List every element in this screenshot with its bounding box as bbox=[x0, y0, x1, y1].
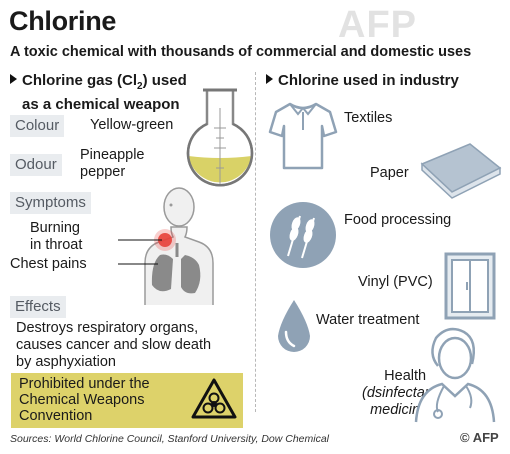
industry-vinyl: Vinyl (PVC) bbox=[358, 274, 433, 290]
biohazard-ring bbox=[214, 402, 226, 414]
window-handle bbox=[466, 282, 468, 290]
window-frame-icon bbox=[444, 252, 496, 320]
flask-icon bbox=[186, 88, 254, 187]
industry-food: Food processing bbox=[344, 212, 452, 228]
symptom-chest: Chest pains bbox=[10, 256, 87, 272]
throat-glow bbox=[154, 229, 176, 251]
shirt-outline bbox=[268, 102, 338, 170]
prohibited-line3: Convention bbox=[19, 408, 93, 424]
colour-label: Colour bbox=[10, 115, 65, 137]
triangle-bullet-icon bbox=[10, 74, 17, 84]
wheat-icon bbox=[270, 202, 336, 268]
shirt-collar bbox=[289, 103, 317, 116]
warning-triangle bbox=[191, 378, 237, 419]
effects-label: Effects bbox=[10, 296, 66, 318]
wheat-circle bbox=[270, 202, 336, 268]
water-drop-icon bbox=[278, 300, 310, 352]
prohibited-text: Prohibited under the Chemical Weapons Co… bbox=[19, 376, 150, 424]
triangle-bullet-icon bbox=[266, 74, 273, 84]
effects-text: Destroys respiratory organs, causes canc… bbox=[16, 320, 211, 371]
industry-paper: Paper bbox=[370, 165, 409, 181]
doctor-head bbox=[437, 336, 473, 380]
paper-side bbox=[421, 162, 501, 199]
symptom-throat: Burning in throat bbox=[30, 220, 82, 254]
symptom-throat-line1: Burning bbox=[30, 220, 80, 236]
right-section-heading: Chlorine used in industry bbox=[266, 72, 459, 90]
paper-top bbox=[420, 143, 502, 193]
prohibited-line2: Chemical Weapons bbox=[19, 392, 145, 408]
symptoms-label: Symptoms bbox=[10, 192, 91, 214]
afp-watermark: AFP bbox=[338, 4, 417, 46]
heading-text-end: ) used bbox=[142, 72, 187, 89]
page-title: Chlorine bbox=[9, 6, 117, 36]
industry-textiles: Textiles bbox=[344, 110, 393, 126]
symptom-throat-line2: in throat bbox=[30, 237, 83, 253]
head-outline bbox=[163, 187, 195, 227]
afp-logo: © AFP bbox=[460, 430, 499, 445]
stethoscope-tube bbox=[465, 385, 473, 409]
right-lung-icon bbox=[181, 255, 201, 294]
doctor-body bbox=[414, 382, 496, 423]
industry-heading-text: Chlorine used in industry bbox=[278, 72, 459, 89]
heading-line2: as a chemical weapon bbox=[22, 96, 180, 113]
effects-line1: Destroys respiratory organs, bbox=[16, 320, 199, 336]
drop-highlight bbox=[284, 330, 296, 348]
paper-stack-icon bbox=[420, 143, 502, 199]
effects-line2: causes cancer and slow death bbox=[16, 337, 212, 353]
stethoscope-head bbox=[433, 409, 443, 419]
throat-highlight bbox=[158, 233, 172, 247]
colour-value: Yellow-green bbox=[90, 117, 174, 133]
heading-text-start: Chlorine gas (Cl bbox=[22, 72, 138, 89]
prohibited-line1: Prohibited under the bbox=[19, 376, 150, 392]
sources-note: Sources: World Chlorine Council, Stanfor… bbox=[10, 433, 330, 445]
eye-icon bbox=[169, 203, 173, 207]
shirt-icon bbox=[268, 102, 338, 170]
odour-value-line2: pepper bbox=[80, 164, 126, 180]
biohazard-warning-icon bbox=[191, 378, 237, 419]
wheat-stalks bbox=[287, 215, 315, 259]
health-label: Health bbox=[384, 368, 427, 384]
odour-value: Pineapple pepper bbox=[80, 147, 145, 181]
doctor-icon bbox=[414, 327, 496, 423]
flask-bulb bbox=[186, 122, 254, 187]
heading-subscript: 2 bbox=[137, 81, 143, 92]
drop-shape bbox=[278, 300, 310, 352]
biohazard-ring bbox=[202, 402, 214, 414]
left-section-heading: Chlorine gas (Cl2) used as a chemical we… bbox=[10, 72, 187, 114]
effects-line3: by asphyxiation bbox=[16, 354, 116, 370]
odour-value-line1: Pineapple bbox=[80, 147, 145, 163]
biohazard-ring bbox=[208, 392, 220, 404]
prohibited-box: Prohibited under the Chemical Weapons Co… bbox=[11, 373, 243, 428]
odour-label: Odour bbox=[10, 154, 62, 176]
human-torso-icon bbox=[144, 187, 214, 305]
page-subtitle: A toxic chemical with thousands of comme… bbox=[10, 44, 472, 60]
column-divider bbox=[255, 72, 256, 412]
industry-water: Water treatment bbox=[316, 312, 420, 328]
